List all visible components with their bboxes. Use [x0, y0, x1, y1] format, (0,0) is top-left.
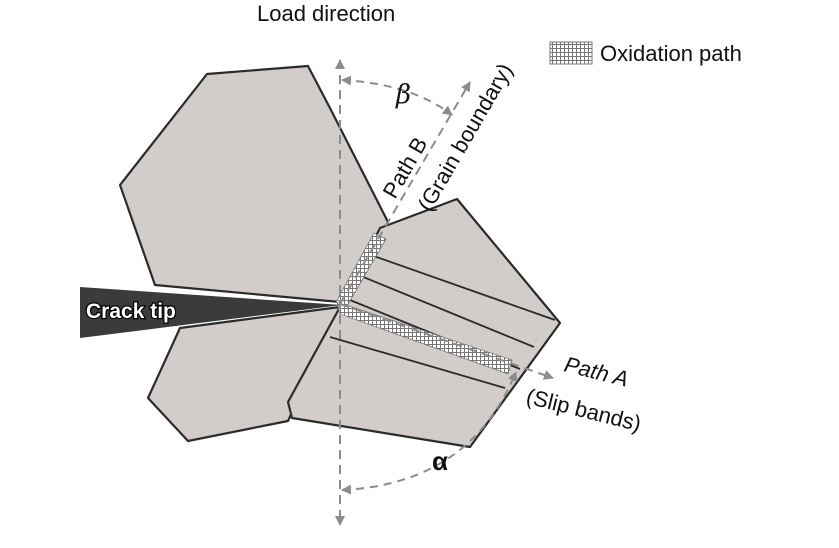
legend-oxidation-label: Oxidation path [600, 41, 742, 66]
slip-bands-label: (Slip bands) [524, 384, 644, 437]
grain-upper-left [118, 64, 390, 304]
legend: Oxidation path [549, 41, 742, 66]
grain-boundary-label: (Grain boundary) [413, 59, 518, 216]
beta-label: β [395, 80, 411, 110]
beta-arc [341, 75, 453, 116]
legend-oxidation-swatch [549, 41, 593, 65]
alpha-arc [341, 371, 518, 495]
alpha-label: α [432, 446, 448, 476]
crack-wedge [80, 287, 342, 338]
crack-tip-label: Crack tip [86, 300, 176, 323]
path-b-arrow [339, 81, 471, 305]
path-a-label: Path A [562, 352, 631, 392]
load-direction-label: Load direction [257, 1, 395, 26]
path-a-arrow [339, 303, 554, 380]
